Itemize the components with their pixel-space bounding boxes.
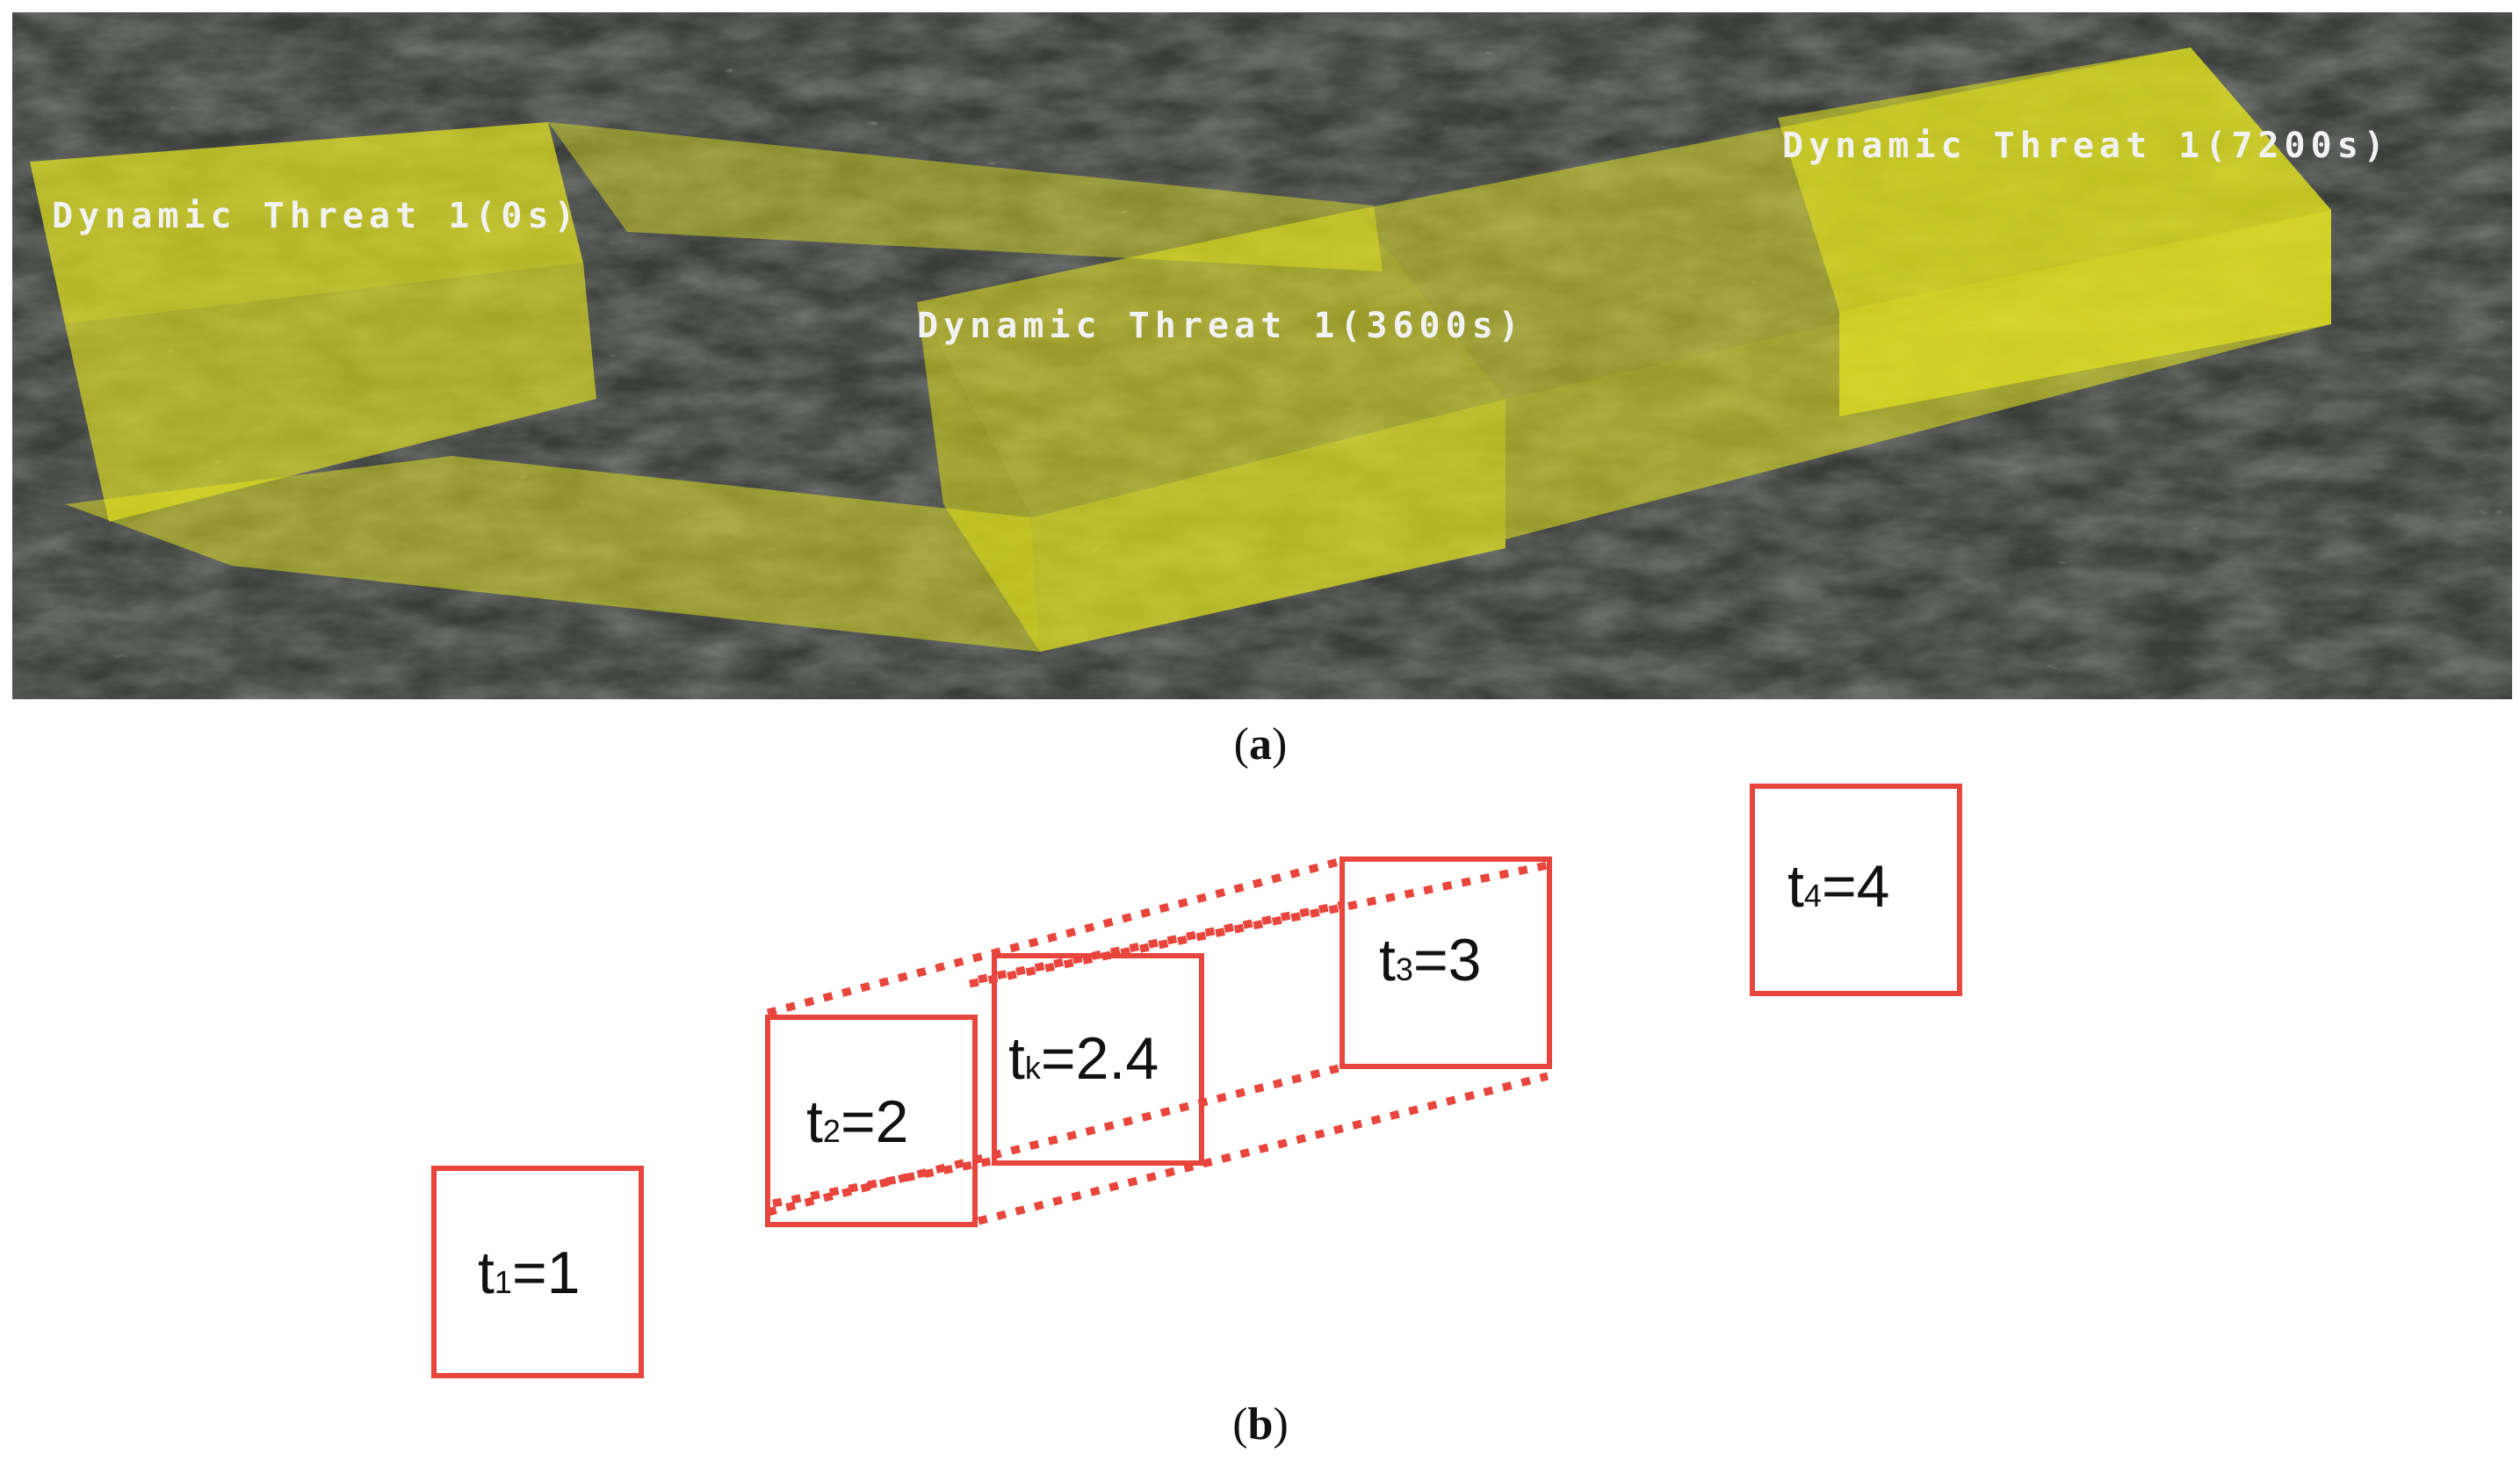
caption-a-letter: a [1249, 719, 1272, 770]
threat-volume-7200s-front [1839, 210, 2331, 416]
threat-label-0s: Dynamic Threat 1(0s) [52, 196, 581, 236]
threat-volume-0s-front [65, 263, 596, 522]
corridor-upper-1 [548, 122, 1383, 271]
threat-volume-0s-top [30, 122, 583, 324]
box-t1 [431, 1166, 644, 1378]
caption-b-close: ) [1273, 1399, 1289, 1449]
box-t2 [765, 1015, 978, 1227]
caption-a-open: ( [1233, 719, 1249, 770]
caption-b-open: ( [1232, 1399, 1248, 1449]
label-t3: t3=3 [1379, 927, 1481, 994]
caption-b-letter: b [1247, 1399, 1274, 1449]
threat-volume-3600s-side [917, 302, 1040, 652]
label-t2: t2=2 [806, 1088, 908, 1155]
caption-a-close: ) [1272, 719, 1288, 770]
threat-label-3600s: Dynamic Threat 1(3600s) [917, 306, 1525, 346]
sweep-line-top-right [969, 861, 1549, 988]
box-t3 [1339, 856, 1552, 1069]
sweep-line-bottom-left [766, 1063, 1344, 1217]
label-t4: t4=4 [1787, 853, 1889, 920]
threat-volume-7200s-top [1778, 47, 2331, 311]
threat-label-7200s: Dynamic Threat 1(7200s) [1782, 126, 2390, 166]
terrain-svg: Dynamic Threat 1(0s) Dynamic Threat 1(36… [12, 12, 2512, 699]
sweep-line-top-left [766, 856, 1344, 1017]
threat-volume-3600s-front [1031, 399, 1506, 652]
sweep-line-tk-right-top [978, 900, 1343, 984]
terrain-scene: Dynamic Threat 1(0s) Dynamic Threat 1(36… [12, 12, 2512, 699]
label-t1: t1=1 [478, 1239, 580, 1306]
corridor-lower-1 [65, 456, 1040, 652]
interpolation-diagram: t1=1 t2=2 tk=2.4 t3=3 t4=4 [0, 755, 2520, 1397]
box-tk [992, 953, 1204, 1166]
box-t4 [1750, 784, 1962, 996]
threat-volume-3600s-top [917, 210, 1506, 517]
sweep-line-bottom-right [977, 1072, 1549, 1225]
caption-b: (b) [1173, 1398, 1348, 1450]
label-tk: tk=2.4 [1008, 1025, 1159, 1092]
interpolation-svg: t1=1 t2=2 tk=2.4 t3=3 t4=4 [431, 784, 1962, 1378]
caption-a: (a) [1173, 719, 1348, 770]
